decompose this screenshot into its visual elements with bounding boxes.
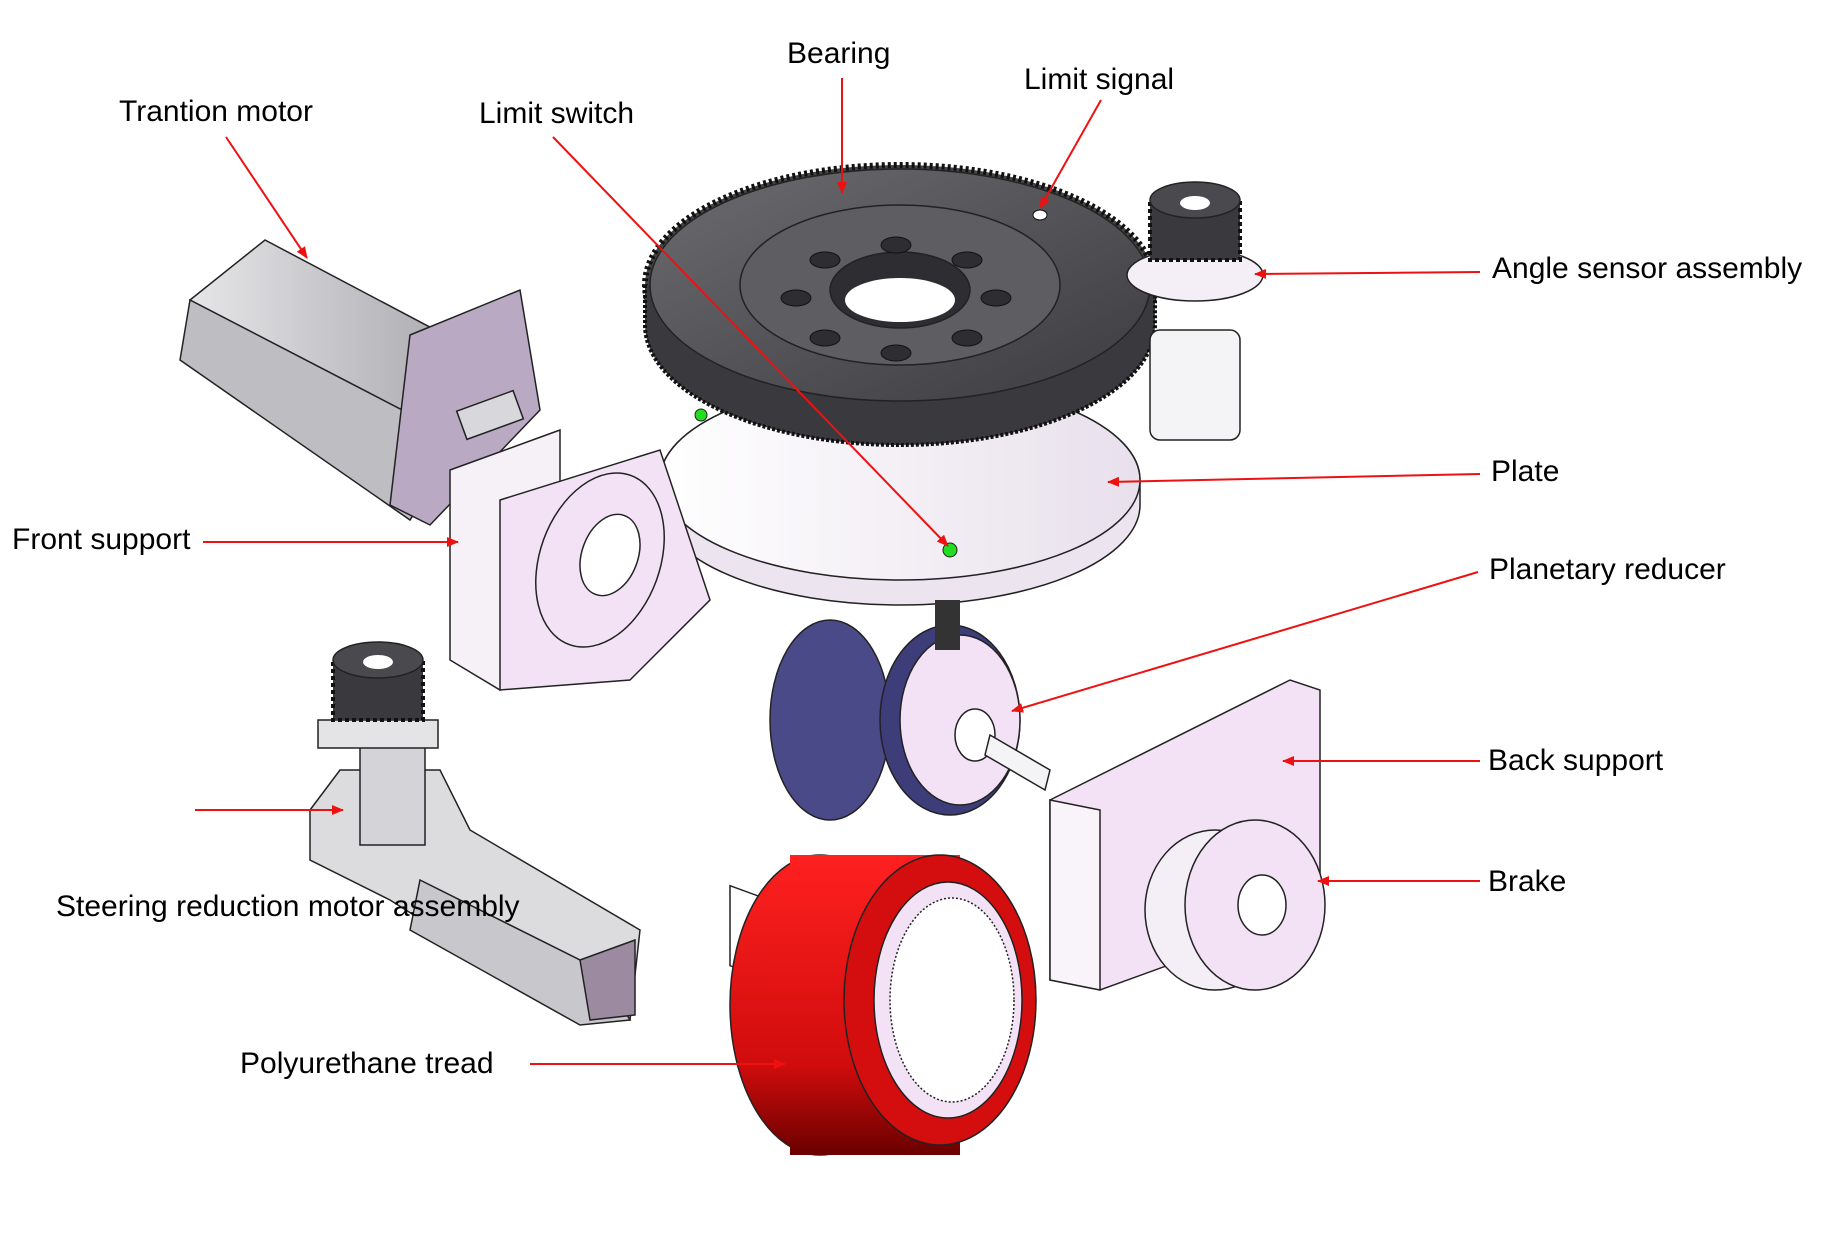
label-angle-sensor: Angle sensor assembly	[1492, 252, 1802, 285]
traction-motor-part	[179, 239, 541, 526]
leader-plate	[1107, 473, 1481, 487]
label-bearing: Bearing	[787, 37, 890, 70]
label-back-support: Back support	[1488, 744, 1664, 777]
limit-switch-dot	[942, 542, 958, 558]
leader-limit-switch	[552, 136, 949, 547]
label-limit-signal: Limit signal	[1024, 63, 1174, 96]
label-brake: Brake	[1488, 865, 1566, 898]
brake-part	[1144, 819, 1326, 991]
polyurethane-tread-part	[729, 854, 1037, 1156]
label-limit-switch: Limit switch	[479, 97, 634, 130]
leader-limit-signal	[1039, 99, 1102, 209]
angle-sensor-part	[1126, 181, 1264, 441]
leader-planetary-reducer	[1011, 571, 1479, 713]
label-steering-motor: Steering reduction motor assembly	[56, 890, 520, 923]
leader-traction-motor	[225, 136, 308, 259]
bearing-part	[642, 162, 1158, 447]
limit-signal-hole	[1032, 209, 1048, 221]
label-plate: Plate	[1491, 455, 1559, 488]
label-front-support: Front support	[12, 523, 191, 556]
steering-motor-part	[309, 641, 641, 1026]
front-support-part	[449, 428, 711, 691]
label-tread: Polyurethane tread	[240, 1047, 494, 1080]
label-planetary-reducer: Planetary reducer	[1489, 553, 1726, 586]
label-traction-motor: Trantion motor	[119, 95, 313, 128]
leader-angle-sensor	[1254, 268, 1481, 279]
